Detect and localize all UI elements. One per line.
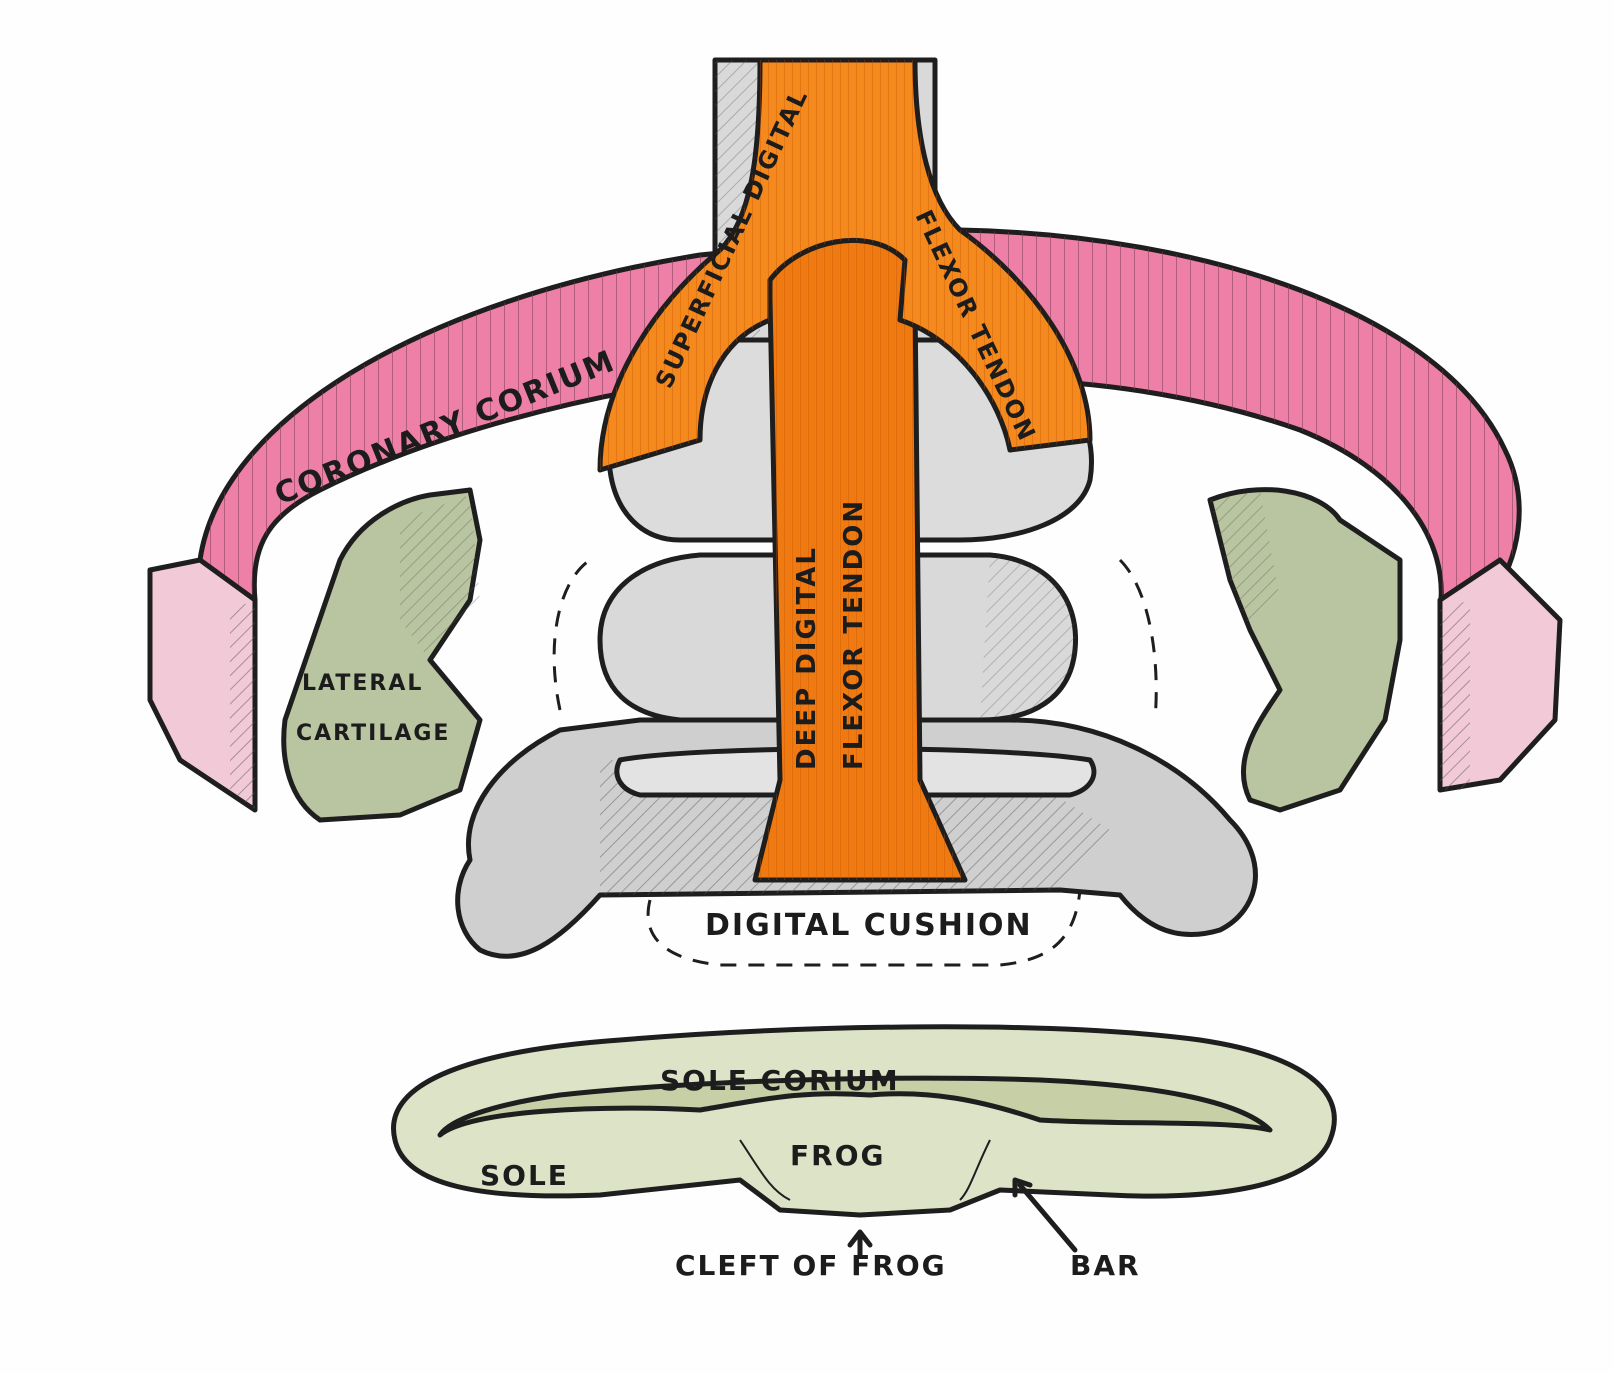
coronary-corium xyxy=(147,227,1563,813)
label-cleft-of-frog: CLEFT OF FROG xyxy=(675,1249,947,1282)
lateral-cartilage-left xyxy=(281,487,483,823)
sole-assembly xyxy=(391,1024,1337,1258)
label-flexor-tendon-deep: FLEXOR TENDON xyxy=(839,499,869,770)
label-frog: FROG xyxy=(790,1139,885,1172)
superficial-digital-flexor-tendon xyxy=(597,57,1093,473)
label-sole: SOLE xyxy=(480,1159,569,1192)
label-bar: BAR xyxy=(1070,1249,1141,1282)
label-cartilage: CARTILAGE xyxy=(296,721,450,746)
lateral-cartilage-right xyxy=(1207,487,1403,813)
digital-cushion-outline xyxy=(552,558,1158,967)
label-deep-digital: DEEP DIGITAL xyxy=(792,546,822,770)
label-lateral: LATERAL xyxy=(302,671,423,696)
label-digital-cushion: DIGITAL CUSHION xyxy=(705,908,1033,943)
label-sole-corium: SOLE CORIUM xyxy=(660,1064,900,1097)
deep-digital-flexor-tendon xyxy=(752,237,968,883)
